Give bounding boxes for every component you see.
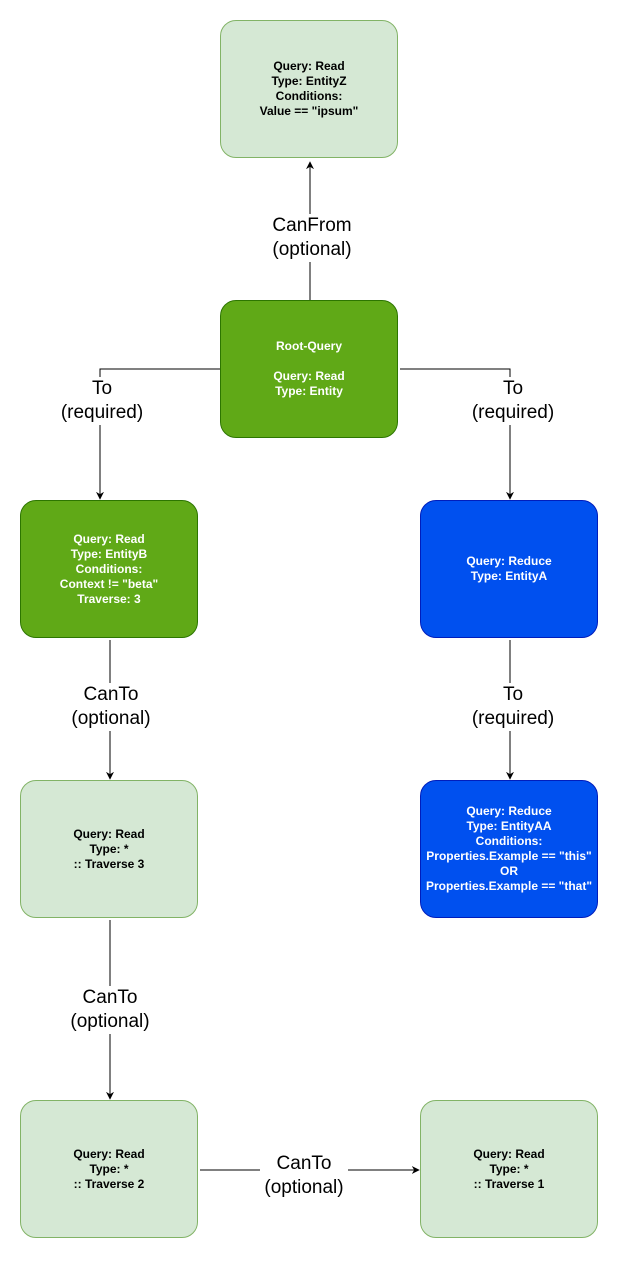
node-text-line: :: Traverse 3	[73, 856, 145, 871]
node-traverse2[interactable]: Query: Read Type: * :: Traverse 2	[20, 1100, 198, 1238]
node-text-line: :: Traverse 2	[73, 1176, 145, 1191]
node-text-line: Conditions:	[75, 561, 143, 576]
node-text-line: Type: EntityB	[70, 546, 148, 561]
node-text-line: Query: Reduce	[466, 804, 552, 818]
node-text-line: Conditions:	[275, 89, 343, 103]
node-text-line: Type: *	[89, 841, 129, 856]
edge-label-line: CanTo	[83, 684, 139, 705]
edge-label-line: To	[502, 378, 524, 399]
edge-label-canto-traverse1: CanTo (optional)	[260, 1152, 348, 1200]
node-traverse1[interactable]: Query: Read Type: * :: Traverse 1	[420, 1100, 598, 1238]
edge-label-line: (optional)	[70, 1011, 150, 1032]
edge-label-canfrom: CanFrom (optional)	[262, 214, 362, 262]
edge-label-line: To	[502, 684, 524, 705]
node-text-line: Type: EntityZ	[271, 74, 347, 88]
node-entityz[interactable]: Query: Read Type: EntityZ Conditions: Va…	[220, 20, 398, 158]
node-text-line: Value == "ipsum"	[259, 104, 359, 118]
node-entityaa[interactable]: Query: Reduce Type: EntityAA Conditions:…	[420, 780, 598, 918]
node-text-line: Query: Read	[73, 826, 145, 841]
edge-label-line: To	[91, 378, 113, 399]
edge-label-line: (required)	[471, 402, 555, 423]
edge-label-line: CanFrom	[272, 215, 352, 236]
node-text-line: Properties.Example == "this"	[426, 849, 592, 863]
node-text-line: Query: Read	[473, 1146, 545, 1161]
node-text-line: Properties.Example == "that"	[425, 879, 593, 893]
node-text-line: Query: Reduce	[466, 554, 552, 568]
node-text-line: Root-Query	[276, 339, 342, 353]
edge-label-line: (optional)	[71, 708, 151, 729]
node-text-line: Traverse: 3	[77, 591, 141, 606]
edge-root-to-entitya	[400, 368, 514, 500]
edge-label-canto-traverse2: CanTo (optional)	[66, 986, 154, 1034]
edge-label-line: (optional)	[272, 239, 352, 260]
edge-label-canto-traverse3: CanTo (optional)	[68, 683, 154, 731]
edge-label-to-entityb: To (required)	[55, 377, 149, 425]
edge-label-line: (required)	[471, 708, 555, 729]
node-text-line: Type: EntityA	[470, 569, 548, 583]
edge-root-to-entityb	[96, 368, 220, 500]
node-text-line: Conditions:	[475, 834, 543, 848]
node-entitya[interactable]: Query: Reduce Type: EntityA	[420, 500, 598, 638]
node-text-line: Type: *	[489, 1161, 529, 1176]
node-text-line: Query: Read	[73, 1146, 145, 1161]
edge-label-to-entityaa: To (required)	[466, 683, 560, 731]
node-text-line: Type: Entity	[275, 384, 343, 398]
node-text-line: :: Traverse 1	[473, 1176, 545, 1191]
node-text-line: Query: Read	[273, 59, 345, 73]
edge-label-line: CanTo	[82, 987, 138, 1008]
edge-label-line: CanTo	[276, 1153, 332, 1174]
node-text-line: Type: EntityAA	[466, 819, 552, 833]
edge-label-line: (optional)	[264, 1177, 344, 1198]
node-traverse3[interactable]: Query: Read Type: * :: Traverse 3	[20, 780, 198, 918]
edge-label-line: (required)	[60, 402, 144, 423]
node-text-line: Context != "beta"	[59, 576, 159, 591]
node-root-query[interactable]: Root-Query Query: Read Type: Entity	[220, 300, 398, 438]
node-text-line: Query: Read	[73, 531, 145, 546]
node-text-line: Query: Read	[273, 369, 345, 383]
edge-label-to-entitya: To (required)	[466, 377, 560, 425]
node-text-line: OR	[500, 864, 518, 878]
node-text-line: Type: *	[89, 1161, 129, 1176]
node-entityb[interactable]: Query: Read Type: EntityB Conditions: Co…	[20, 500, 198, 638]
